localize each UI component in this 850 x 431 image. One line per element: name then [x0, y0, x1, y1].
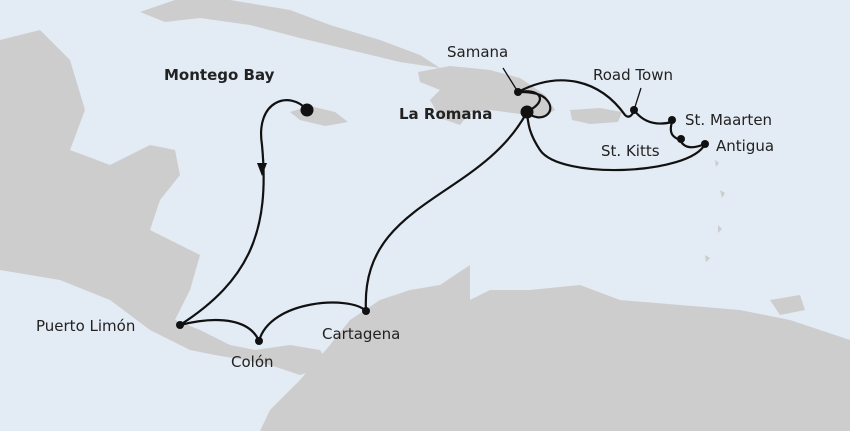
port-marker-montego-bay[interactable] [300, 103, 314, 117]
route-colon-to-cartagena [257, 301, 367, 342]
port-marker-st-maarten[interactable] [668, 116, 676, 124]
port-marker-cartagena[interactable] [362, 307, 370, 315]
label-samana: Samana [447, 43, 508, 61]
land-cuba [140, 0, 440, 68]
land-south-america [260, 265, 850, 431]
label-antigua: Antigua [716, 137, 774, 155]
route-antigua-to-la-romana [525, 111, 706, 172]
port-marker-antigua[interactable] [701, 140, 709, 148]
land-central-america [0, 30, 330, 375]
label-puerto-limon: Puerto Limón [36, 317, 135, 335]
samana-leader-line [502, 67, 519, 93]
label-cartagena: Cartagena [322, 325, 400, 343]
label-la-romana: La Romana [399, 105, 492, 123]
port-markers [176, 88, 709, 345]
land-trinidad [770, 295, 805, 315]
port-marker-samana[interactable] [514, 88, 522, 96]
port-marker-puerto-limon[interactable] [176, 321, 184, 329]
label-road-town: Road Town [593, 66, 673, 84]
route-montego-to-limon [179, 99, 308, 326]
route-samana-to-road-town [517, 79, 636, 118]
port-marker-colon[interactable] [255, 337, 263, 345]
port-marker-la-romana[interactable] [520, 105, 534, 119]
port-marker-road-town[interactable] [630, 106, 638, 114]
route-limon-to-colon [179, 318, 261, 342]
land-puerto-rico [570, 108, 622, 124]
label-montego-bay: Montego Bay [164, 66, 275, 84]
label-colon: Colón [231, 353, 274, 371]
port-labels: Montego Bay Puerto Limón Colón Cartagena… [36, 43, 774, 371]
port-marker-st-kitts[interactable] [677, 135, 685, 143]
label-st-maarten: St. Maarten [685, 111, 772, 129]
direction-arrow-icon [257, 163, 267, 176]
label-st-kitts: St. Kitts [601, 142, 660, 160]
route-cartagena-to-la-romana [364, 111, 528, 312]
land-jamaica [290, 106, 348, 126]
route-la-romana-samana-loop [517, 90, 552, 119]
route-road-town-to-st-maarten [633, 109, 673, 125]
land-lesser-antilles [705, 160, 725, 262]
